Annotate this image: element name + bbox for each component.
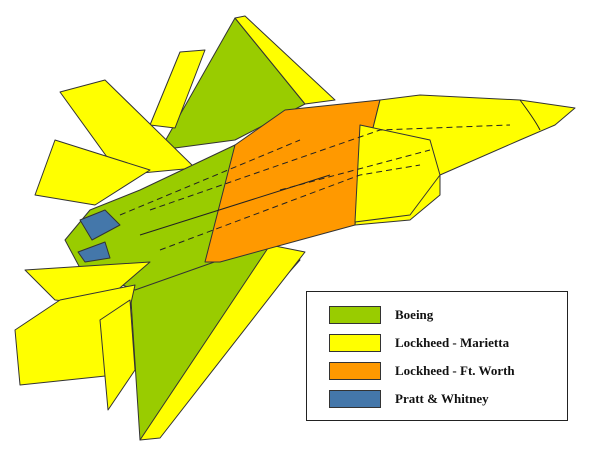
upper-vertical-fin [34, 139, 151, 206]
legend-item-lockheed-marietta: Lockheed - Marietta [307, 332, 567, 354]
legend-label: Lockheed - Ft. Worth [395, 363, 515, 378]
intake [354, 124, 441, 223]
detail-line-3 [119, 139, 301, 216]
legend: Boeing Lockheed - Marietta Lockheed - Ft… [306, 291, 568, 421]
legend-swatch [329, 390, 381, 408]
upper-wing-leading-edge [234, 15, 336, 105]
lower-wing-leading-edge [139, 244, 306, 441]
engine-nozzle-lower [77, 241, 111, 263]
upper-wing-flap [149, 49, 206, 129]
legend-swatch [329, 362, 381, 380]
detail-line-1 [149, 124, 511, 211]
legend-label: Pratt & Whitney [395, 391, 489, 406]
engine-nozzle-upper [79, 209, 121, 241]
legend-label: Lockheed - Marietta [395, 335, 510, 350]
detail-line-2 [159, 164, 421, 251]
legend-item-pratt-whitney: Pratt & Whitney [307, 388, 567, 410]
legend-swatch [329, 306, 381, 324]
legend-item-boeing: Boeing [307, 304, 567, 326]
cockpit-line [519, 99, 541, 131]
body-line [139, 174, 331, 236]
legend-swatch [329, 334, 381, 352]
lower-wing-flap [99, 299, 136, 411]
legend-item-lockheed-ft-worth: Lockheed - Ft. Worth [307, 360, 567, 382]
legend-label: Boeing [395, 307, 434, 322]
